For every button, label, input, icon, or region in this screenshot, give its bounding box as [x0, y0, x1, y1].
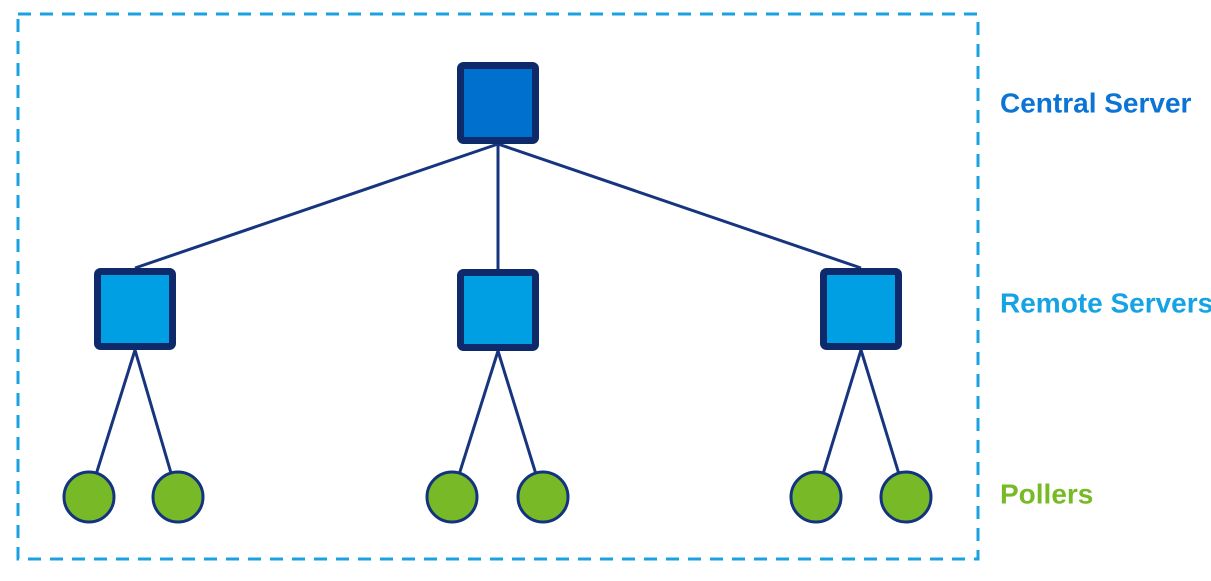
remote-server-1-node	[94, 268, 176, 350]
poller-3-node	[425, 470, 479, 524]
poller-1-node	[62, 470, 116, 524]
label-central-server: Central Server	[1000, 87, 1192, 119]
dashed-boundary	[16, 12, 980, 561]
label-pollers: Pollers	[1000, 478, 1094, 510]
remote-server-3-node	[820, 268, 902, 350]
edge-central-server-to-remote-server-1	[134, 142, 499, 270]
remote-server-2-node	[457, 269, 539, 351]
poller-2-node	[151, 470, 205, 524]
poller-4-node	[516, 470, 570, 524]
poller-6-node	[879, 470, 933, 524]
central-server-node	[457, 62, 539, 144]
poller-5-node	[789, 470, 843, 524]
label-remote-servers: Remote Servers	[1000, 287, 1211, 319]
edge-central-server-to-remote-server-3	[497, 142, 862, 270]
